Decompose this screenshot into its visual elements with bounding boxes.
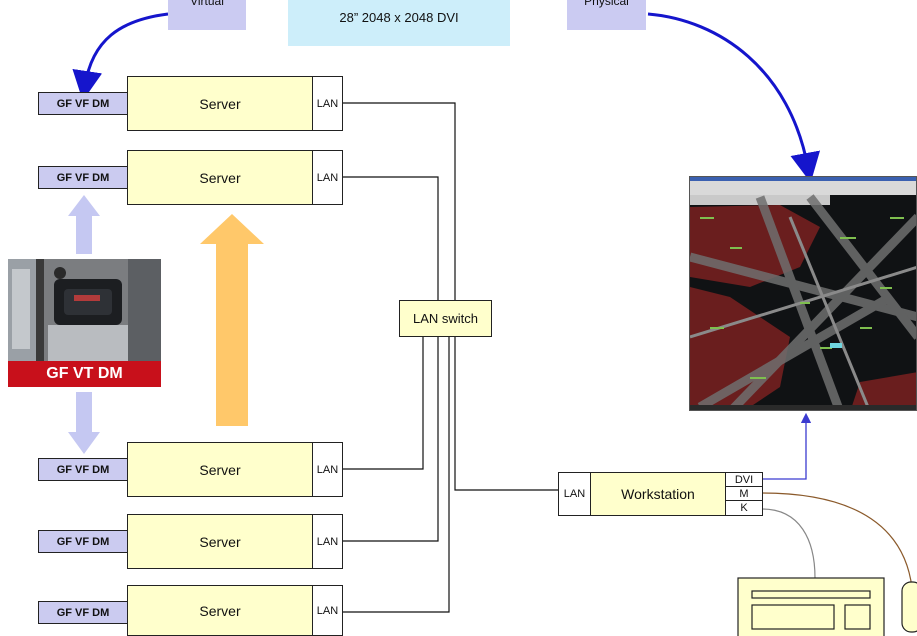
lan-port: LAN xyxy=(312,514,343,569)
connector-image xyxy=(8,259,161,361)
lan-port: LAN xyxy=(312,585,343,636)
workstation-box: Workstation xyxy=(590,472,726,516)
mouse-icon xyxy=(901,581,917,633)
virtual-arrow xyxy=(72,12,169,101)
server-box: Server xyxy=(127,514,313,569)
mouse-cable xyxy=(761,492,913,589)
monitor-screenshot xyxy=(689,176,917,411)
dvi-port: DVI xyxy=(725,472,763,487)
physical-label: Physical xyxy=(567,0,646,30)
gf-vf-dm-box: GF VF DM xyxy=(38,458,128,481)
lavender-arrows xyxy=(68,195,100,454)
keyboard-icon xyxy=(737,577,885,636)
workstation-lan-port: LAN xyxy=(558,472,591,516)
gf-vf-dm-box: GF VF DM xyxy=(38,92,128,115)
monitor-spec-text: 28” 2048 x 2048 DVI xyxy=(339,10,459,25)
server-box: Server xyxy=(127,585,313,636)
server-box: Server xyxy=(127,442,313,497)
lan-port: LAN xyxy=(312,76,343,131)
dvi-cable xyxy=(762,412,812,480)
lan-port: LAN xyxy=(312,150,343,205)
vt-dm-label: GF VT DM xyxy=(8,361,161,387)
gf-vf-dm-box: GF VF DM xyxy=(38,166,128,189)
radar-display-image xyxy=(690,177,916,410)
orange-arrow xyxy=(200,214,264,426)
vt-dm-photo xyxy=(8,259,161,361)
lan-wiring xyxy=(343,102,558,613)
gf-vf-dm-box: GF VF DM xyxy=(38,601,128,624)
mouse-port: M xyxy=(725,486,763,501)
gf-vf-dm-box: GF VF DM xyxy=(38,530,128,553)
lan-switch: LAN switch xyxy=(399,300,492,337)
lan-port: LAN xyxy=(312,442,343,497)
server-box: Server xyxy=(127,150,313,205)
monitor-spec-box: 28” 2048 x 2048 DVI xyxy=(288,0,510,46)
keyboard-cable xyxy=(761,508,816,579)
keyboard-port: K xyxy=(725,500,763,516)
virtual-label: Virtual xyxy=(168,0,246,30)
physical-arrow xyxy=(647,12,821,183)
server-box: Server xyxy=(127,76,313,131)
